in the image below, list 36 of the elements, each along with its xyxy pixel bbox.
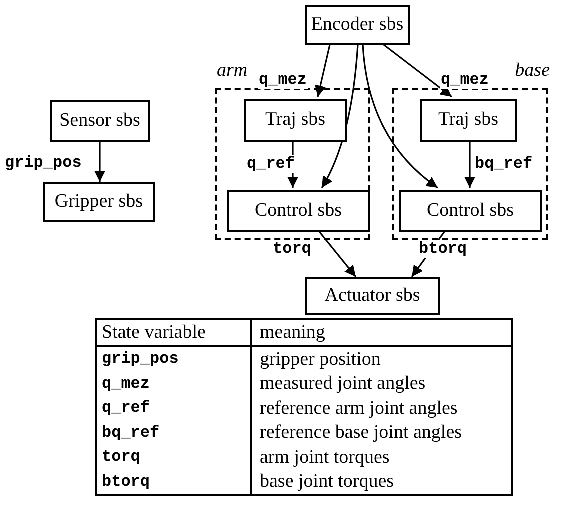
variable-meaning: gripper position (260, 350, 381, 369)
variable-meaning: reference arm joint angles (260, 398, 458, 418)
arrow (315, 44, 331, 98)
subsystem-box: Control sbs (227, 190, 370, 232)
table-header: meaning (260, 323, 326, 342)
variable-meaning: base joint torques (260, 472, 394, 492)
arrow (362, 44, 438, 189)
subsystem-box: Sensor sbs (50, 100, 150, 142)
edge-label: btorq (418, 240, 468, 258)
subsystem-box: Traj sbs (420, 99, 517, 142)
subsystem-box: Gripper sbs (43, 182, 155, 222)
variable-name: grip_pos (102, 351, 179, 368)
arrow (384, 44, 452, 98)
variable-name: torq (102, 449, 140, 466)
variable-name: bq_ref (102, 424, 160, 441)
edge-label: torq (272, 240, 312, 258)
variable-name: q_mez (102, 376, 150, 392)
subsystem-box: Control sbs (399, 190, 542, 232)
group-label: base (515, 61, 550, 80)
table-header: State variable (102, 323, 206, 342)
arrow (94, 142, 106, 182)
variable-name: btorq (102, 474, 150, 490)
arrow (464, 140, 476, 188)
subsystem-box: Encoder sbs (305, 5, 410, 45)
subsystem-box: Actuator sbs (305, 277, 440, 315)
group-label: arm (217, 61, 248, 80)
subsystem-box: Traj sbs (244, 99, 347, 142)
arrow (321, 44, 359, 188)
variable-meaning: reference base joint angles (260, 423, 462, 442)
edge-label: q_ref (246, 155, 296, 173)
variable-meaning: measured joint angles (260, 374, 426, 394)
variable-meaning: arm joint torques (260, 448, 390, 467)
edge-label: bq_ref (474, 155, 534, 173)
edge-label: grip_pos (4, 154, 83, 172)
arrow (317, 230, 357, 278)
variable-name: q_ref (102, 400, 150, 416)
